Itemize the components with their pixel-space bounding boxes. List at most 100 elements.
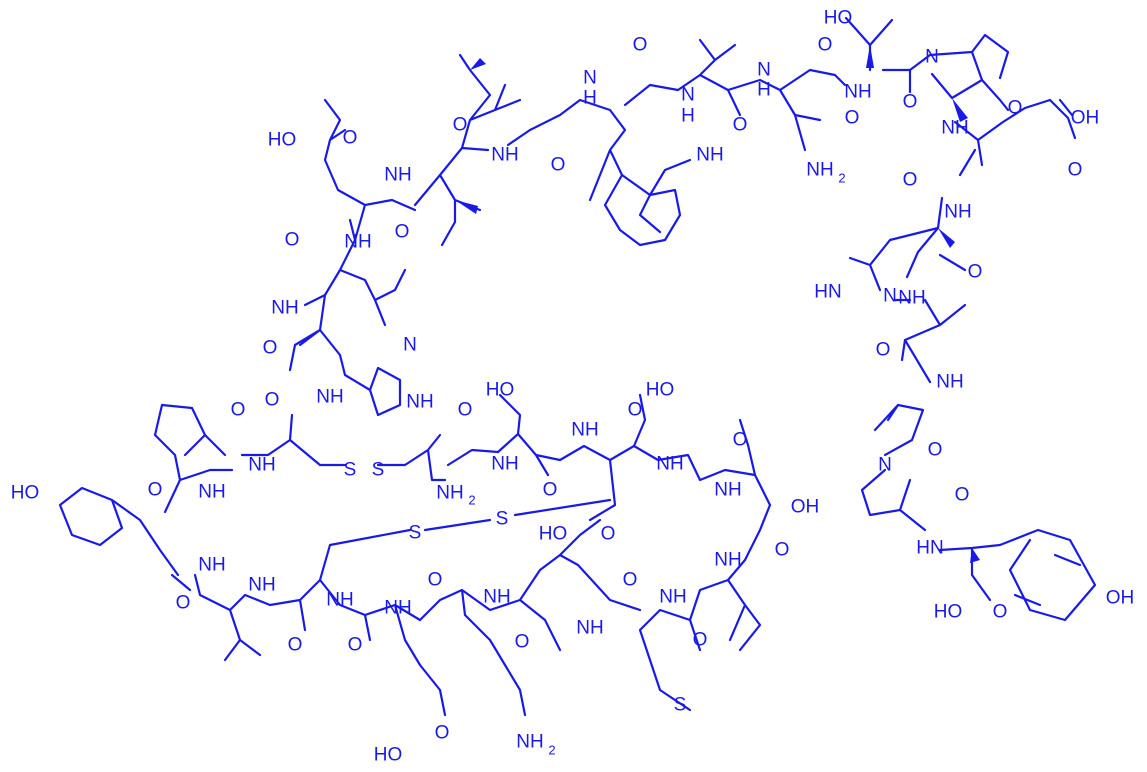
- ser2-amide-nh-label: NH: [656, 454, 683, 475]
- thr-amide-nh-label: NH: [844, 82, 871, 103]
- ser2-hydroxyl-label: HO: [646, 380, 675, 401]
- leu2-amide-nh-label: NH: [714, 550, 741, 571]
- his2-ring-hn-label: HN: [814, 282, 841, 303]
- leu2-carbonyl-o-label: O: [693, 630, 708, 651]
- cys3-amide-nh-label: NH: [326, 590, 353, 611]
- ser3-carbonyl-o-label: O: [775, 540, 790, 561]
- thr-hydroxyl-label: HO: [824, 8, 853, 29]
- tyr2-amide-hn-label: HN: [916, 538, 943, 559]
- asn-sidechain-nh2-label: NH: [806, 160, 833, 181]
- leu1-carbonyl-o-label: O: [285, 230, 300, 251]
- asp1-hydroxyl-label: HO: [268, 130, 297, 151]
- his1-ring-nh-label: NH: [406, 392, 433, 413]
- lys-carbonyl-o-label: O: [428, 570, 443, 591]
- glu1-acid-o-label: O: [435, 723, 450, 744]
- trp-amide-n-label: N: [583, 68, 597, 89]
- met-carbonyl-o-label: O: [623, 570, 638, 591]
- val2-carbonyl-o-label: O: [176, 593, 191, 614]
- bond-skeleton: [58, 16, 1097, 717]
- trp-carbonyl-o-label: O: [633, 35, 648, 56]
- pro2-carbonyl-o-label: O: [955, 485, 970, 506]
- his2-ring-n-label: N: [883, 286, 897, 307]
- asx-amide-nh-label: NH: [571, 420, 598, 441]
- val3-amide-nh-label: NH: [898, 288, 925, 309]
- asn-sidechain-nh2-subscript: 2: [838, 171, 845, 186]
- his2-carbonyl-o-label: O: [968, 262, 983, 283]
- asn-amide-n-label: N: [757, 60, 771, 81]
- val1-carbonyl-o-label: O: [733, 115, 748, 136]
- ile1-amide-nh-label: NH: [491, 145, 518, 166]
- met-sulfur-label: S: [674, 695, 687, 716]
- his1-ring-n-label: N: [403, 335, 417, 356]
- val1-amide-h-label: H: [681, 106, 695, 127]
- his1-carbonyl-o-label: O: [263, 338, 278, 359]
- tyr2-acid-o-label: O: [993, 602, 1008, 623]
- ser3-amide-nh-label: NH: [714, 480, 741, 501]
- ser1-amide-nh-label: NH: [491, 454, 518, 475]
- asp2-acid-ho-label: HO: [539, 524, 568, 545]
- asp1-carbonyl-o-label: O: [395, 222, 410, 243]
- ile2-carbonyl-o-label: O: [453, 115, 468, 136]
- val1-amide-n-label: N: [681, 85, 695, 106]
- asn-amide-h-label: H: [757, 80, 771, 101]
- cys2-carbonyl-o-label: O: [458, 400, 473, 421]
- glu2-amide-nh-label: NH: [941, 118, 968, 139]
- pro2-nitrogen-label: N: [878, 455, 892, 476]
- asp2-carbonyl-o-label: O: [515, 632, 530, 653]
- asp1-acid-o-label: O: [343, 128, 358, 149]
- cys2-amine-nh2-subscript: 2: [468, 493, 475, 508]
- bridge-sulfur-1-label: S: [409, 523, 422, 544]
- cys1-carbonyl-o-label: O: [265, 390, 280, 411]
- disulfide-sulfur-2-label: S: [372, 460, 385, 481]
- asp2-amide-nh-label: NH: [576, 618, 603, 639]
- trp-indole-nh-label: NH: [696, 145, 723, 166]
- glu2-acid-oh-label: OH: [1071, 108, 1100, 129]
- pro1-nitrogen-label: N: [925, 47, 939, 68]
- asn-sidechain-o-label: O: [845, 108, 860, 129]
- phe-amide-nh-label: NH: [198, 482, 225, 503]
- ile2-amide-nh-label: NH: [384, 165, 411, 186]
- glu2-carbonyl-o-label: O: [903, 170, 918, 191]
- ser3-hydroxyl-label: OH: [791, 497, 820, 518]
- pro1-carbonyl-o-label: O: [1008, 98, 1023, 119]
- asp2-acid-o-label: O: [601, 524, 616, 545]
- atom-labels: HO N NH O O N H O O NH 2 N H O N H O NH …: [11, 8, 1135, 766]
- lys-amine-nh2-label: NH: [516, 732, 543, 753]
- bridge-sulfur-2-label: S: [496, 509, 509, 530]
- cys2-amine-nh2-label: NH: [436, 483, 463, 504]
- leu1-amide-nh-label: NH: [271, 298, 298, 319]
- asp1-amide-nh-label: NH: [344, 232, 371, 253]
- his1-amide-nh-label: NH: [316, 387, 343, 408]
- asn-carbonyl-o-label: O: [818, 35, 833, 56]
- ile1-carbonyl-o-label: O: [551, 155, 566, 176]
- glu1-amide-nh-label: NH: [384, 598, 411, 619]
- tyr2-acid-ho-label: HO: [934, 602, 963, 623]
- ser1-hydroxyl-label: HO: [486, 380, 515, 401]
- lys-amide-nh-label: NH: [483, 587, 510, 608]
- asx-carbonyl-o-label: O: [628, 400, 643, 421]
- cys1-amide-nh-label: NH: [248, 455, 275, 476]
- cys3-carbonyl-o-label: O: [288, 635, 303, 656]
- val3-carbonyl-o-label: O: [876, 340, 891, 361]
- phe-carbonyl-o-label: O: [231, 400, 246, 421]
- thr-carbonyl-o-label: O: [903, 92, 918, 113]
- lys-amine-nh2-subscript: 2: [548, 743, 555, 758]
- glu1-acid-ho-label: HO: [374, 745, 403, 766]
- tyr2-phenol-oh-label: OH: [1106, 588, 1135, 609]
- disulfide-sulfur-1-label: S: [344, 460, 357, 481]
- ser1-carbonyl-o-label: O: [543, 480, 558, 501]
- tyr1-phenol-ho-label: HO: [11, 483, 40, 504]
- trp-amide-h-label: H: [583, 88, 597, 109]
- val4-amide-nh-label: NH: [936, 372, 963, 393]
- glu1-carbonyl-o-label: O: [348, 635, 363, 656]
- ser2-carbonyl-o-label: O: [733, 430, 748, 451]
- val2-amide-nh-label: NH: [248, 575, 275, 596]
- his2-amide-nh-label: NH: [944, 202, 971, 223]
- val4-carbonyl-o-label: O: [928, 440, 943, 461]
- met-amide-nh-label: NH: [659, 587, 686, 608]
- glu2-acid-o-label: O: [1068, 160, 1083, 181]
- stereo-wedges: [455, 45, 980, 563]
- tyr1-amide-nh-label: NH: [198, 555, 225, 576]
- tyr1-carbonyl-o-label: O: [148, 480, 163, 501]
